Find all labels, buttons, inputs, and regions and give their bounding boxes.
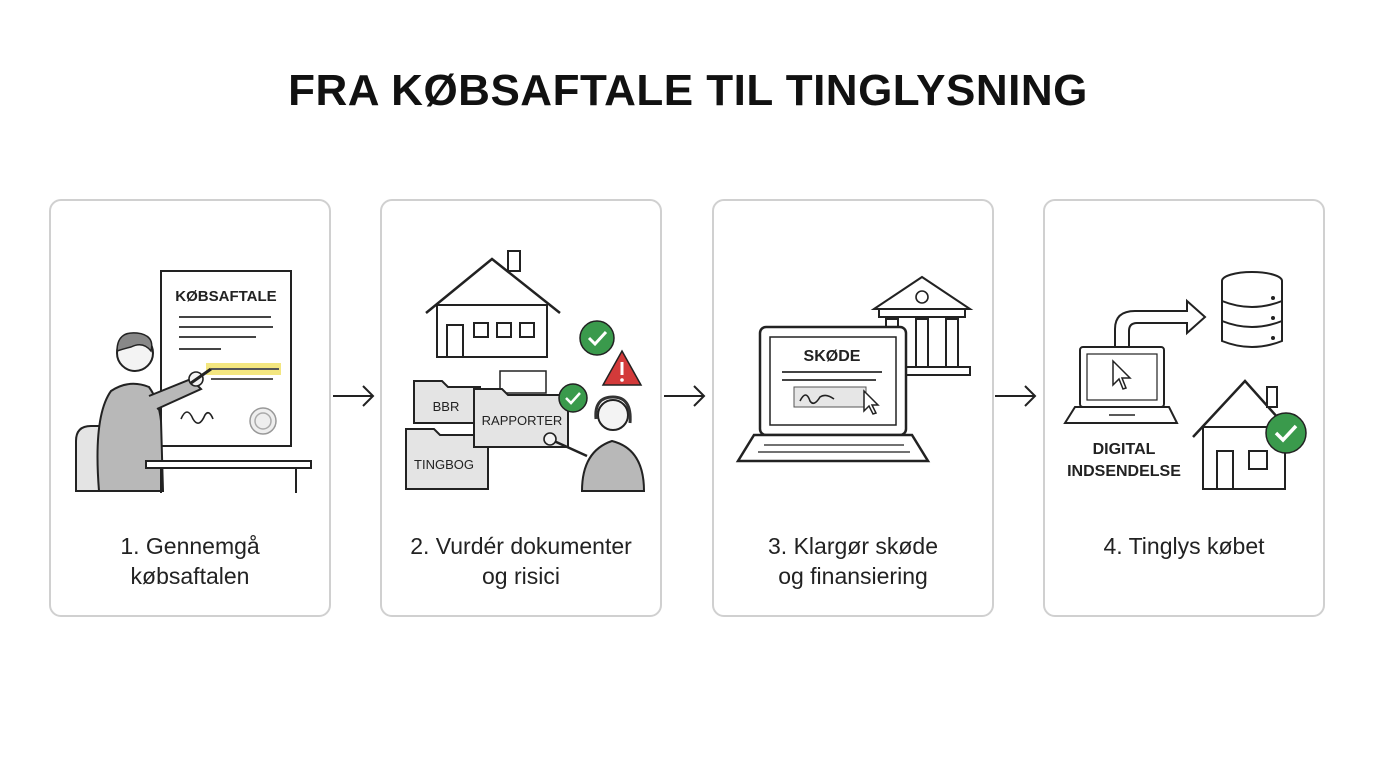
folder-tingbog-label: TINGBOG: [414, 457, 474, 472]
contract-document-icon: KØBSAFTALE: [160, 270, 292, 447]
digital-caption: DIGITAL: [1093, 441, 1156, 458]
database-icon: [1221, 271, 1283, 348]
step-3-label-line1: 3. Klargør skøde: [768, 533, 938, 559]
folder-rapporter-label: RAPPORTER: [482, 413, 563, 428]
arrow-right-icon: [333, 385, 375, 407]
laptop-icon: [1063, 346, 1179, 424]
folder-bbr-icon: BBR: [413, 380, 481, 424]
step-card-3: SKØDE 3. Klargør skøde og finansiering: [712, 199, 994, 617]
documents-risks-illustration: BBR TINGBOG RAPPORTER: [405, 250, 646, 492]
house-icon: [425, 250, 561, 358]
folder-tingbog-icon: TINGBOG: [405, 428, 489, 490]
page-title: FRA KØBSAFTALE TIL TINGLYSNING: [288, 66, 1088, 115]
step-1-label-line2: købsaftalen: [130, 563, 250, 589]
check-icon: [1265, 412, 1307, 454]
deed-title: SKØDE: [804, 348, 861, 365]
contract-review-illustration: KØBSAFTALE: [75, 270, 312, 493]
check-icon: [579, 320, 615, 356]
step-2-label-line1: 2. Vurdér dokumenter: [410, 533, 632, 559]
step-card-2: BBR TINGBOG RAPPORTER 2. Vurdér dokument…: [380, 199, 662, 617]
arrow-right-icon: [664, 385, 706, 407]
folder-bbr-label: BBR: [433, 399, 460, 414]
laptop-icon: SKØDE: [735, 325, 931, 463]
deed-finance-illustration: SKØDE: [735, 275, 974, 463]
advisor-person-icon: [543, 395, 646, 492]
step-card-1: KØBSAFTALE 1. Gennemgå køb: [49, 199, 331, 617]
folder-rapporter-icon: RAPPORTER: [473, 370, 588, 448]
step-4-label-line1: 4. Tinglys købet: [1103, 533, 1265, 559]
submission-caption: INDSENDELSE: [1067, 463, 1181, 480]
registration-illustration: DIGITAL INDSENDELSE: [1063, 271, 1307, 490]
person-reading-icon: [75, 332, 312, 493]
step-1-label-line1: 1. Gennemgå: [120, 533, 260, 559]
warning-icon: [601, 349, 643, 386]
step-3-label-line2: og finansiering: [778, 563, 928, 589]
arrow-right-icon: [995, 385, 1037, 407]
step-2-label-line2: og risici: [482, 563, 560, 589]
step-card-4: DIGITAL INDSENDELSE 4. Tinglys købet: [1043, 199, 1325, 617]
upload-arrow-icon: [1114, 298, 1207, 348]
contract-title: KØBSAFTALE: [175, 288, 276, 305]
